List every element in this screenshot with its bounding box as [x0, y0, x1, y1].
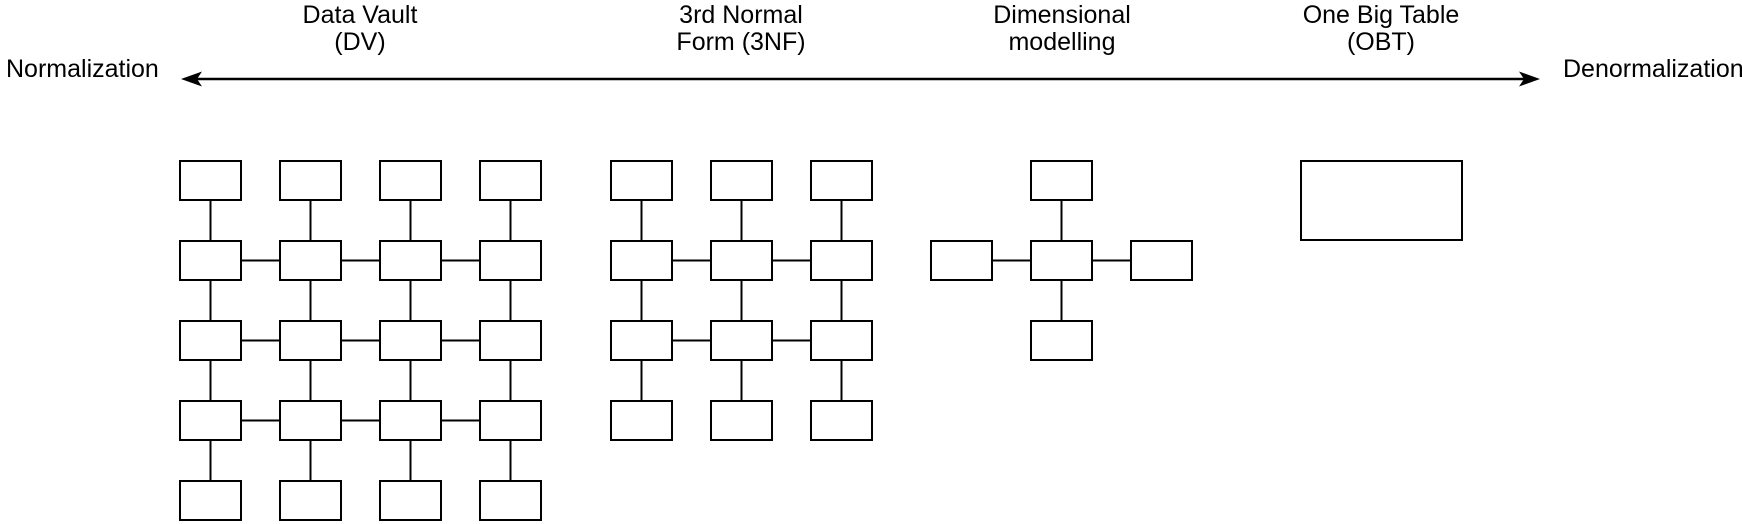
fact-box	[1030, 240, 1093, 281]
arrowhead-left	[181, 71, 202, 87]
entity-box	[810, 400, 873, 441]
entity-box	[279, 240, 342, 281]
entity-box	[610, 160, 673, 201]
entity-box	[379, 320, 442, 361]
entity-box	[710, 400, 773, 441]
entity-box	[710, 240, 773, 281]
entity-box	[379, 240, 442, 281]
entity-box	[810, 160, 873, 201]
entity-box	[710, 160, 773, 201]
entity-box	[179, 320, 242, 361]
one-big-table-label-line1: One Big Table	[1302, 1, 1460, 29]
entity-box	[479, 400, 542, 441]
entity-box	[610, 320, 673, 361]
third-normal-form-label-line1: 3rd Normal	[679, 1, 803, 29]
entity-box	[479, 160, 542, 201]
entity-box	[610, 240, 673, 281]
entity-box	[179, 400, 242, 441]
dimensional-modelling-label-line2: modelling	[1008, 28, 1116, 56]
dimension-box	[1030, 160, 1093, 201]
entity-box	[479, 240, 542, 281]
entity-box	[479, 480, 542, 521]
entity-box	[379, 400, 442, 441]
entity-box	[279, 320, 342, 361]
entity-box	[279, 160, 342, 201]
entity-box	[479, 320, 542, 361]
dimensional-modelling-label-line1: Dimensional	[993, 1, 1131, 29]
dimension-box	[930, 240, 993, 281]
dimension-box	[1030, 320, 1093, 361]
denormalization-label: Denormalization	[1563, 55, 1742, 83]
entity-box	[379, 480, 442, 521]
entity-box	[810, 320, 873, 361]
third-normal-form-label-line2: Form (3NF)	[676, 28, 806, 56]
one-big-table-label: One Big Table(OBT)	[1303, 2, 1460, 56]
entity-box	[179, 160, 242, 201]
entity-box	[279, 480, 342, 521]
entity-box	[179, 480, 242, 521]
entity-box	[179, 240, 242, 281]
entity-box	[279, 400, 342, 441]
arrowhead-right	[1519, 71, 1540, 87]
entity-box	[810, 240, 873, 281]
data-vault-label: Data Vault(DV)	[303, 2, 418, 56]
data-vault-label-line1: Data Vault	[302, 1, 418, 29]
one-big-table-label-line2: (OBT)	[1346, 28, 1416, 56]
entity-box	[610, 400, 673, 441]
dimension-box	[1130, 240, 1193, 281]
normalization-label: Normalization	[6, 55, 159, 83]
one-big-table-box	[1300, 160, 1463, 241]
data-vault-label-line2: (DV)	[334, 28, 386, 56]
entity-box	[379, 160, 442, 201]
entity-box	[710, 320, 773, 361]
